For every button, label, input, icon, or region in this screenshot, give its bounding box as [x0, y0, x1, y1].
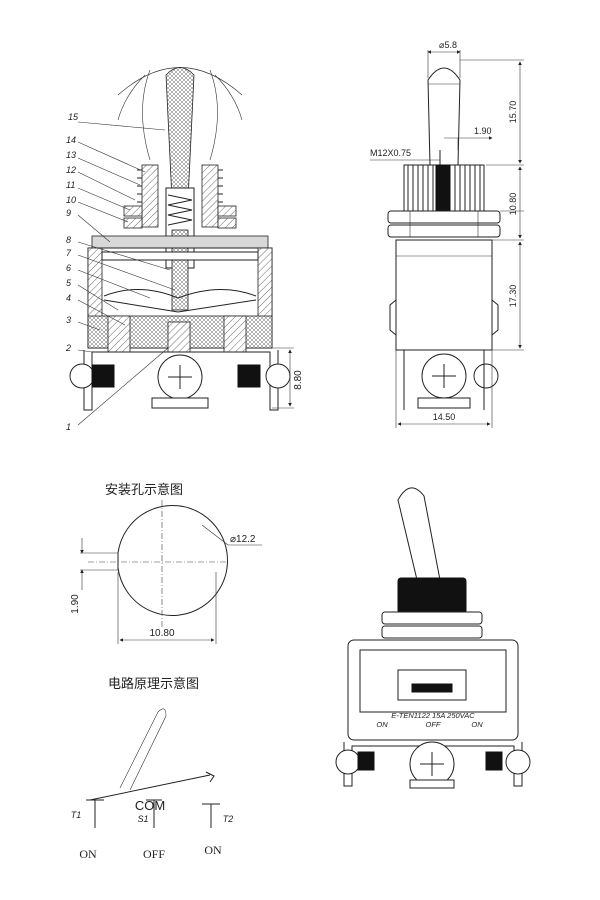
mounting-hole-view: 安装孔示意图 1.90 10.80 ⌀12.2 [70, 482, 262, 644]
callout-11: 11 [66, 180, 75, 190]
dim-width-label: 14.50 [433, 412, 456, 422]
circuit-com: COM [135, 798, 165, 813]
circuit-s1: S1 [137, 814, 148, 824]
circuit-t2: T2 [223, 814, 234, 824]
callout-7: 7 [66, 248, 72, 258]
dim-body-label: 17.30 [508, 285, 518, 308]
section-view: 8.80 15 14 13 12 11 10 9 8 7 6 5 4 3 2 1 [65, 67, 304, 432]
callout-15: 15 [68, 112, 79, 122]
dim-flat-label: 10.80 [149, 628, 174, 639]
product-pos-off: OFF [426, 720, 441, 729]
callout-6: 6 [66, 263, 71, 273]
circuit-state-off: OFF [143, 847, 165, 861]
callout-3: 3 [66, 315, 71, 325]
callout-9: 9 [66, 208, 71, 218]
dim-bushing-label: 10.80 [508, 193, 518, 216]
dim-thread-label: M12X0.75 [370, 148, 411, 158]
callout-5: 5 [66, 278, 72, 288]
dim-height-label: 8.80 [293, 370, 304, 390]
callout-13: 13 [66, 150, 76, 160]
circuit-diagram: 电路原理示意图 COM T1 S1 T2 ON OFF ON [71, 676, 234, 861]
product-pos-on-left: ON [376, 720, 388, 729]
product-pos-on-right: ON [471, 720, 483, 729]
circuit-state-on-left: ON [79, 847, 97, 861]
callout-8: 8 [66, 235, 71, 245]
callout-10: 10 [66, 195, 76, 205]
callout-1: 1 [66, 422, 71, 432]
dim-diameter-label: ⌀12.2 [230, 534, 256, 545]
side-view: ⌀5.8 M12X0.75 1.90 15.70 10.80 17.30 14.… [370, 40, 524, 428]
product-view: E-TEN1122 15A 250VAC ON OFF ON [335, 487, 531, 789]
callout-4: 4 [66, 293, 71, 303]
dim-key-label: 1.90 [70, 594, 81, 614]
product-label: E-TEN1122 15A 250VAC [391, 711, 475, 720]
mounting-hole-title: 安装孔示意图 [105, 482, 183, 497]
dim-knob-label: ⌀5.8 [439, 40, 457, 50]
callout-2: 2 [65, 343, 71, 353]
dim-offset-label: 1.90 [474, 126, 492, 136]
callout-14: 14 [66, 135, 76, 145]
circuit-state-on-right: ON [204, 843, 222, 857]
callout-12: 12 [66, 165, 76, 175]
circuit-title: 电路原理示意图 [108, 676, 199, 691]
dim-lever-label: 15.70 [508, 101, 518, 124]
circuit-t1: T1 [71, 810, 82, 820]
